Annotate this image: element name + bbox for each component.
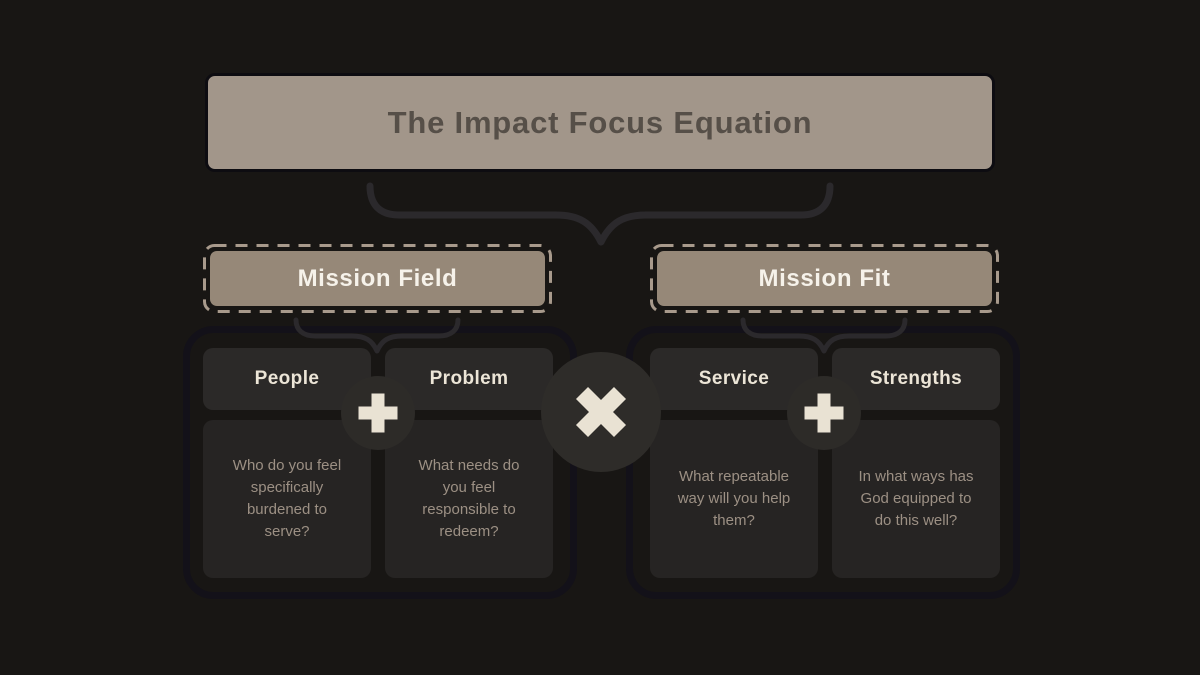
plus-icon (358, 393, 398, 433)
question-box-problem: What needs do you feel responsible to re… (385, 420, 553, 578)
mission-field-dashed-frame (203, 244, 552, 313)
question-box-service: What repeatable way will you help them? (650, 420, 818, 578)
multiply-operator (541, 352, 661, 472)
question-box-people: Who do you feel specifically burdened to… (203, 420, 371, 578)
question-text-problem: What needs do you feel responsible to re… (418, 457, 520, 540)
question-text-service: What repeatable way will you help them? (677, 468, 791, 529)
mission-fit-label: Mission Fit (758, 264, 891, 292)
factor-label-people: People (254, 368, 320, 389)
mission-fit-dashed-frame (650, 244, 999, 313)
question-box-strengths: In what ways has God equipped to do this… (832, 420, 1000, 578)
mission-field-label: Mission Field (297, 264, 458, 292)
factor-label-problem: Problem (429, 368, 509, 389)
factor-label-service: Service (698, 368, 770, 389)
multiply-icon (575, 386, 627, 438)
factor-label-strengths: Strengths (869, 368, 963, 389)
plus-icon (804, 393, 844, 433)
brace-title-icon (366, 182, 834, 246)
mission-fit-banner: Mission Fit (657, 251, 992, 306)
brace-mission-fit-icon (740, 317, 908, 354)
page-title: The Impact Focus Equation (387, 104, 813, 140)
question-text-strengths: In what ways has God equipped to do this… (858, 468, 974, 529)
plus-operator-right (787, 376, 861, 450)
plus-operator-left (341, 376, 415, 450)
mission-field-banner: Mission Field (210, 251, 545, 306)
factor-box-strengths: Strengths (832, 348, 1000, 410)
question-text-people: Who do you feel specifically burdened to… (232, 457, 342, 540)
brace-mission-field-icon (293, 317, 461, 354)
factor-box-problem: Problem (385, 348, 553, 410)
title-box: The Impact Focus Equation (205, 73, 995, 172)
